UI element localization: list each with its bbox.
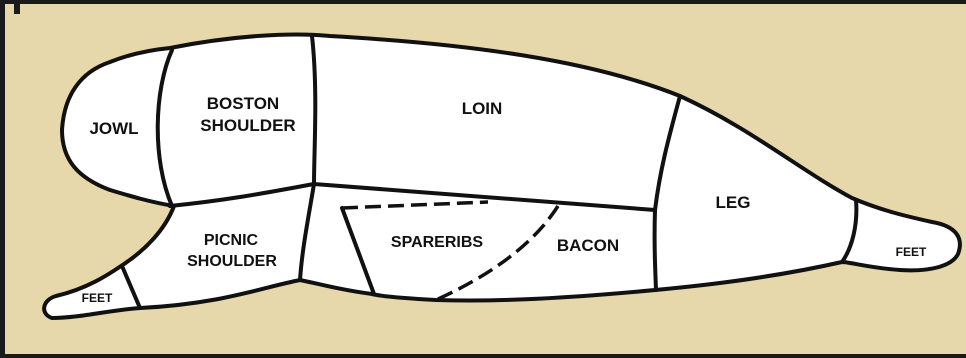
label-boston-shoulder-2: SHOULDER [200, 116, 295, 135]
label-leg: LEG [716, 193, 751, 212]
label-picnic-shoulder-1: PICNIC [204, 232, 259, 249]
label-hind-feet: FEET [896, 245, 927, 259]
label-boston-shoulder-1: BOSTON [207, 94, 279, 113]
label-front-feet: FEET [82, 291, 113, 305]
frame-top [0, 0, 966, 4]
frame-corner [14, 0, 20, 14]
bacon-leg-line [655, 210, 656, 290]
label-bacon: BACON [557, 236, 619, 255]
label-picnic-shoulder-2: SHOULDER [187, 253, 277, 270]
pig-body [44, 35, 960, 319]
frame-left [0, 0, 5, 358]
label-loin: LOIN [462, 99, 503, 118]
label-spareribs: SPARERIBS [391, 234, 483, 251]
frame-bottom [0, 354, 966, 358]
label-jowl: JOWL [89, 119, 138, 138]
